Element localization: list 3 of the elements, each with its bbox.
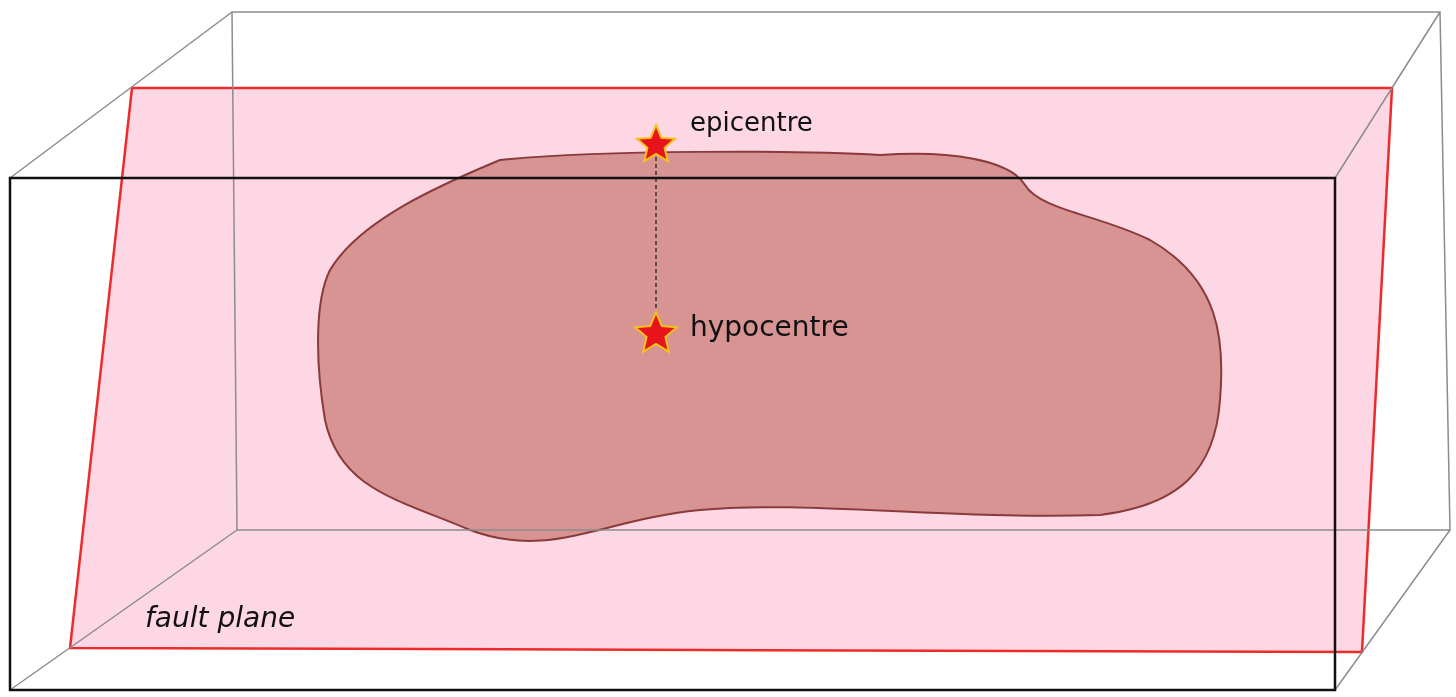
point-label: hypocentre [690,312,849,343]
point-label: epicentre [690,108,813,137]
plane-label: fault plane [145,603,296,634]
